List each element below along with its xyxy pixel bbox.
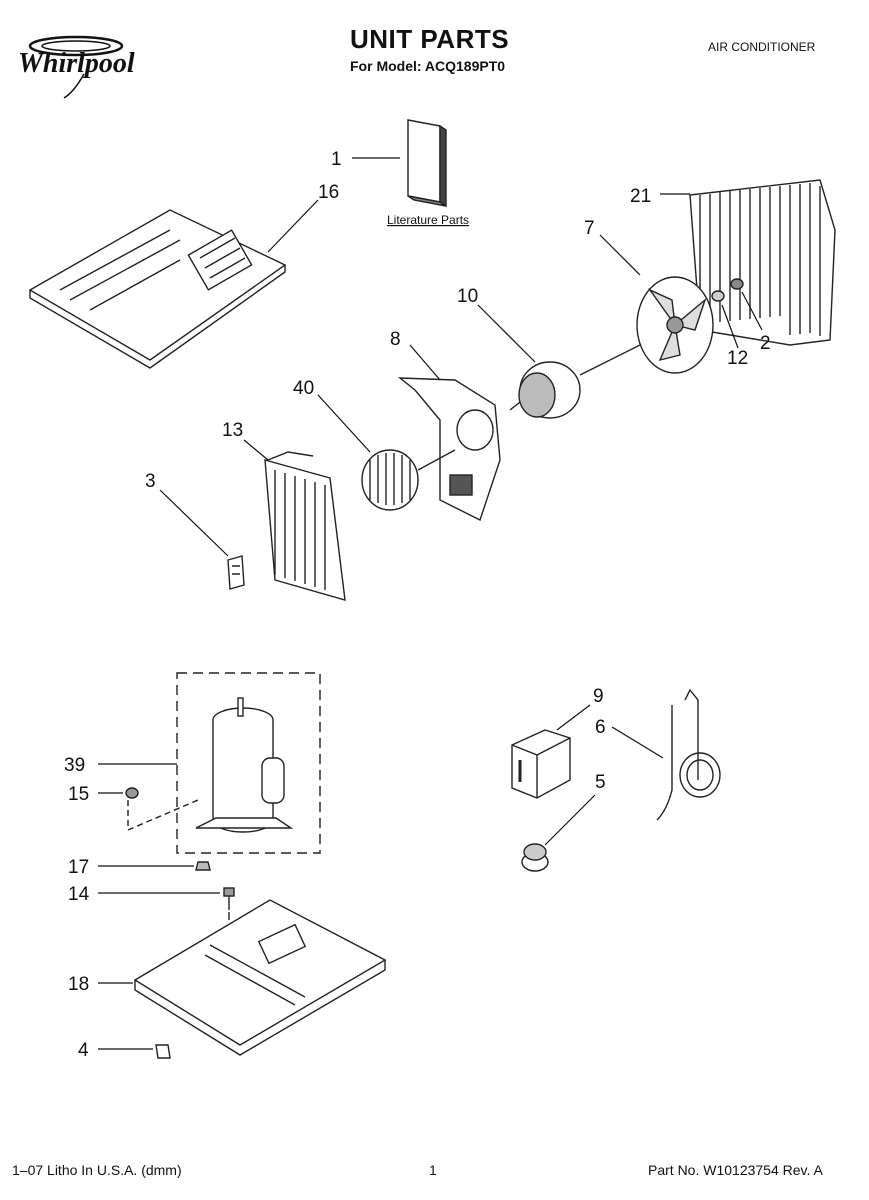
callout-8: 8 (390, 329, 401, 350)
callout-7: 7 (584, 218, 595, 239)
print-info: 1–07 Litho In U.S.A. (dmm) (12, 1162, 182, 1178)
blower-wheel (361, 449, 456, 511)
retainer-clip (155, 1044, 171, 1059)
literature-booklet (407, 119, 447, 208)
base-pan (133, 899, 387, 1056)
callout-9: 9 (593, 686, 604, 707)
page-number: 1 (429, 1162, 437, 1178)
capillary-tube (656, 688, 721, 821)
callout-numbers: 1 16 21 7 10 8 40 13 3 12 2 9 6 5 39 15 … (64, 149, 771, 1061)
literature-parts-label: Literature Parts (387, 213, 469, 227)
callout-12: 12 (727, 348, 748, 369)
product-type: AIR CONDITIONER (708, 40, 816, 54)
condenser-fan-blade (636, 276, 714, 374)
part-number: Part No. W10123754 Rev. A (648, 1162, 823, 1178)
whirlpool-logo: Whirlpool (18, 35, 135, 99)
callout-1: 1 (331, 149, 342, 170)
callout-5: 5 (595, 772, 606, 793)
callout-17: 17 (68, 857, 89, 878)
callout-39: 39 (64, 755, 85, 776)
top-panel (28, 209, 287, 369)
page-title: UNIT PARTS (350, 24, 510, 54)
compressor-nut (195, 861, 211, 871)
callout-13: 13 (222, 420, 243, 441)
grommet (125, 787, 139, 799)
washer (711, 290, 725, 302)
model-line: For Model: ACQ189PT0 (350, 58, 506, 74)
leader-lines (98, 157, 763, 1050)
callout-3: 3 (145, 471, 156, 492)
callout-14: 14 (68, 884, 90, 905)
callout-4: 4 (78, 1040, 89, 1061)
thermistor-clip (227, 555, 245, 590)
callout-15: 15 (68, 784, 89, 805)
callout-18: 18 (68, 974, 89, 995)
control-block (511, 729, 571, 799)
callout-10: 10 (457, 286, 478, 307)
brand-name: Whirlpool (18, 48, 135, 79)
drain-grommet (521, 843, 549, 872)
callout-16: 16 (318, 182, 339, 203)
motor-bracket (397, 377, 501, 521)
callout-40: 40 (293, 378, 314, 399)
compressor-assembly (176, 672, 321, 854)
callout-6: 6 (595, 717, 606, 738)
evaporator-coil (264, 451, 346, 601)
fan-nut (730, 278, 744, 290)
callout-21: 21 (630, 186, 651, 207)
fan-motor (509, 344, 641, 419)
callout-2: 2 (760, 333, 771, 354)
